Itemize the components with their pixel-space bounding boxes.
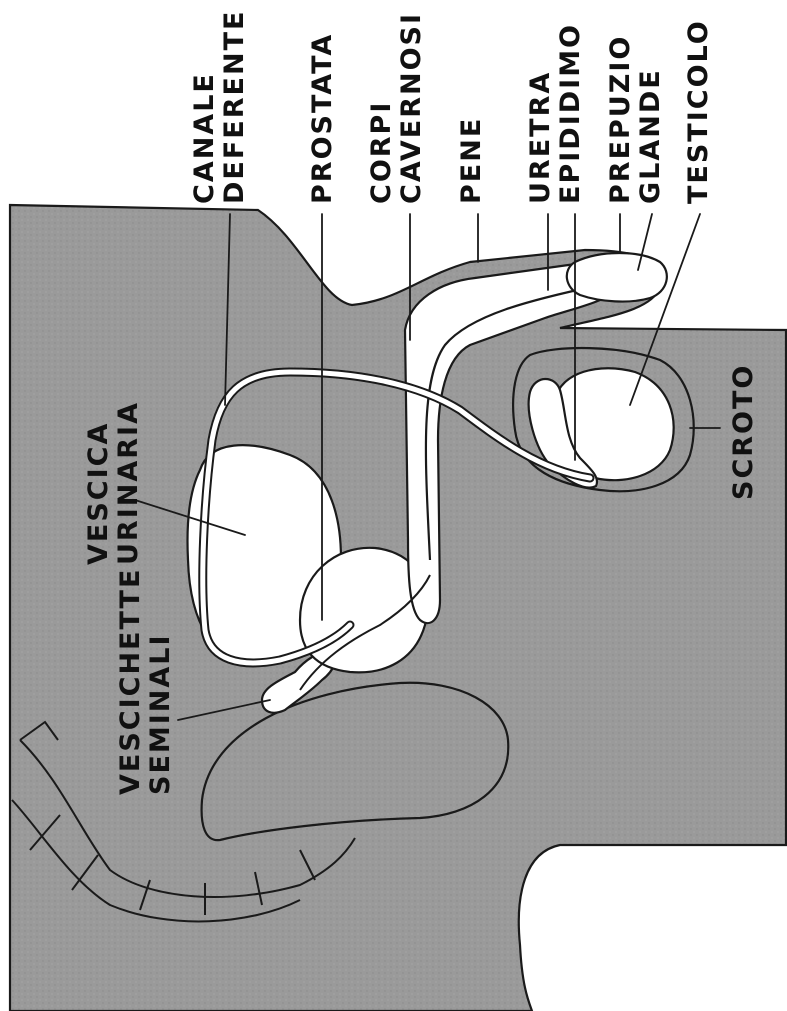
label-prepuzio: PREPUZIO: [605, 35, 636, 204]
label-vescichette: VESCICHETTE: [115, 568, 146, 795]
label-deferente: DEFERENTE: [219, 10, 250, 204]
label-prostata: PROSTATA: [307, 33, 338, 204]
label-urinaria: URINARIA: [113, 401, 144, 565]
label-seminali: SEMINALI: [145, 633, 176, 795]
label-cavernosi: CAVERNOSI: [396, 12, 427, 204]
label-scroto: SCROTO: [728, 364, 759, 500]
glans: [567, 253, 667, 302]
label-canale: CANALE: [189, 72, 220, 204]
label-testicolo: TESTICOLO: [683, 19, 714, 204]
label-corpi: CORPI: [366, 101, 397, 204]
label-epididimo: EPIDIDIMO: [555, 23, 586, 204]
label-vescica: VESCICA: [83, 422, 114, 565]
label-glande: GLANDE: [635, 68, 666, 204]
label-pene: PENE: [456, 117, 487, 204]
label-uretra: URETRA: [525, 71, 556, 204]
